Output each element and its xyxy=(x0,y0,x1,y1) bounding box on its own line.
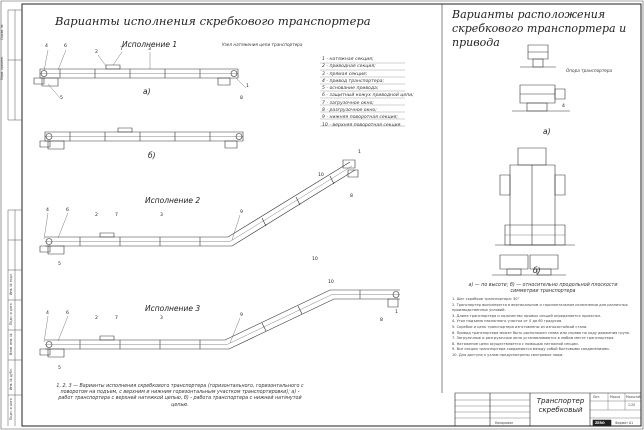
callout-v1-3: 3 xyxy=(148,47,151,52)
callout-right-a-4: 4 xyxy=(562,104,565,109)
note-item: 5. Скребки и цепь транспортера изготовле… xyxy=(452,324,588,329)
stamp-format: Формат A1 xyxy=(615,421,634,425)
side-label: Справ. № xyxy=(0,24,4,40)
note-item: 1. Шаг скребков транспортера: 30" xyxy=(452,297,520,301)
legend-item: 3 - прямая секция; xyxy=(322,71,368,77)
stamp-scale: 1:20 xyxy=(628,403,636,407)
callout-v3-3: 3 xyxy=(160,316,163,321)
legend-item: 4 - привод транспортера; xyxy=(322,78,385,84)
side-label: Подп. и дата xyxy=(9,398,13,420)
note-item: 9. Все секции транспортера соединяются м… xyxy=(452,347,610,352)
callout-v3-7: 7 xyxy=(115,316,118,321)
variant-a-label: а) xyxy=(143,87,151,96)
stamp-lit-label: Лит. xyxy=(593,395,601,399)
callout-v3-8: 8 xyxy=(380,318,383,323)
caption-right: а) — по высоте; б) — относительно продол… xyxy=(468,283,618,295)
callout-v3-1: 1 xyxy=(395,310,398,315)
inner-frame xyxy=(22,4,641,426)
stamp-scale-label: Масштаб xyxy=(626,395,642,399)
stamp-doc: Копировал xyxy=(495,421,514,425)
callout-v2-5: 5 xyxy=(58,262,61,267)
callout-v3-5: 5 xyxy=(58,366,61,371)
callout-v2-6: 6 xyxy=(66,208,69,213)
section-label-v1: Исполнение 1 xyxy=(122,40,178,49)
legend-item: 10 - верхняя поворотная секция. xyxy=(322,122,402,128)
side-label: Инв. № дубл. xyxy=(9,368,13,390)
note-item: 10. Для доступа к узлам предусмотрены см… xyxy=(452,352,564,357)
legend: 1 - натяжная секция; 2 - приводная секци… xyxy=(322,56,414,129)
left-title: Варианты исполнения скребкового транспор… xyxy=(55,14,371,28)
side-label: Подп. и дата xyxy=(9,303,13,325)
section-label-v2: Исполнение 2 xyxy=(145,196,201,205)
callout-v2-1: 1 xyxy=(358,150,361,155)
callout-v1-8: 8 xyxy=(240,96,243,101)
callout-v2-4: 4 xyxy=(46,208,49,213)
side-label: Взам. инв. № xyxy=(9,333,13,355)
legend-item: 7 - загрузочное окно; xyxy=(322,100,374,106)
callout-v1-4: 4 xyxy=(45,44,48,49)
right-title: Варианты расположения скребкового трансп… xyxy=(452,8,627,49)
note-item: 8. Натяжение цепи осуществляется с помощ… xyxy=(452,341,579,346)
support-label: Опора транспортера xyxy=(566,68,613,73)
callout-v1-6: 6 xyxy=(64,44,67,49)
legend-item: 8 - разгрузочное окно; xyxy=(322,108,377,114)
callout-v2-3: 3 xyxy=(160,213,163,218)
caption-left: 1, 2, 3 — Варианты исполнения скребковог… xyxy=(56,384,304,408)
callout-v3-4: 4 xyxy=(46,311,49,316)
stamp-title: Транспортер скребковый xyxy=(536,397,585,414)
callout-v3-6: 6 xyxy=(66,311,69,316)
callout-v3-2: 2 xyxy=(95,316,98,321)
legend-item: 6 - защитный кожух приводной цепи; xyxy=(322,93,414,99)
leader-lines xyxy=(44,50,246,343)
callout-v3-10: 10 xyxy=(328,280,334,285)
callout-v1-2: 2 xyxy=(95,50,98,55)
callout-v3-9: 9 xyxy=(240,313,243,318)
callout-v1-7: 7 xyxy=(120,47,123,52)
note-item: 4. Угол подъема наклонного участка от 0 … xyxy=(452,319,563,324)
node-label: Узел натяжения цепи транспортера xyxy=(222,42,303,47)
title-block xyxy=(455,393,641,426)
right-view-a xyxy=(512,85,570,111)
legend-item: 5 - основание привода; xyxy=(322,86,379,92)
legend-underlines xyxy=(320,63,405,126)
transporter-v1b xyxy=(40,128,243,149)
section-label-v3: Исполнение 3 xyxy=(145,304,201,313)
callout-v2-8: 8 xyxy=(350,194,353,199)
side-label: Перв. примен. xyxy=(0,56,4,80)
callout-v1-1: 1 xyxy=(246,84,249,89)
callout-v2-9: 9 xyxy=(240,210,243,215)
side-strip xyxy=(8,10,22,426)
technical-notes: 1. Шаг скребков транспортера: 30" 2. Тра… xyxy=(452,297,636,359)
note-item: 6. Привод транспортера может быть распол… xyxy=(452,330,630,335)
stamp-org: ZERO xyxy=(595,421,605,425)
callout-right-10: 10 xyxy=(312,257,318,262)
transporter-v1a xyxy=(34,65,238,86)
transporter-v3 xyxy=(40,290,400,357)
callout-v2-10: 10 xyxy=(318,173,324,178)
right-support-view xyxy=(520,45,556,67)
right-view-middle xyxy=(495,148,575,245)
callout-v2-7: 7 xyxy=(115,213,118,218)
note-item: 3. Длина транспортера и количество прямы… xyxy=(452,313,602,318)
variant-b-label: б) xyxy=(148,151,156,160)
note-item: 7. Загрузочные и разгрузочные окна устан… xyxy=(452,336,615,341)
stamp-mass-label: Масса xyxy=(610,395,621,399)
note-item: 2. Транспортер выполняется в вертикально… xyxy=(452,302,628,313)
callout-v1-5: 5 xyxy=(60,96,63,101)
side-label: Инв. № подл. xyxy=(9,273,13,295)
legend-item: 1 - натяжная секция; xyxy=(322,57,374,62)
callout-v2-2: 2 xyxy=(95,213,98,218)
legend-item: 9 - нижняя поворотная секция; xyxy=(322,115,398,121)
transporter-v2 xyxy=(40,160,358,254)
right-view-b xyxy=(492,255,566,275)
right-variant-a-label: а) xyxy=(543,127,551,136)
legend-item: 2 - приводная секция; xyxy=(322,64,376,70)
right-variant-b-label: б) xyxy=(533,266,541,275)
